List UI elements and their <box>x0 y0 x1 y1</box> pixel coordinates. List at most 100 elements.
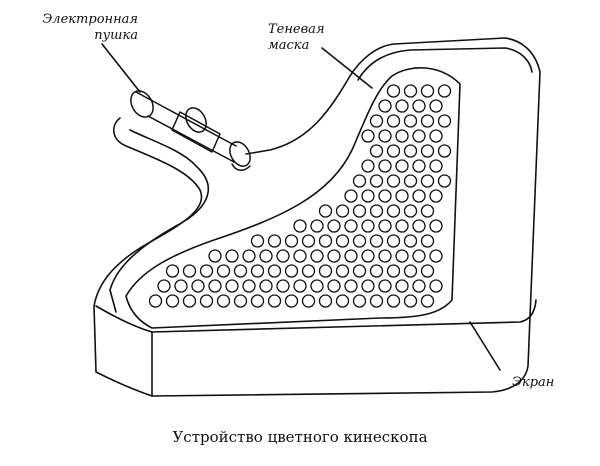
mask-hole <box>199 264 214 278</box>
mask-hole <box>437 174 452 188</box>
mask-hole <box>276 249 290 263</box>
mask-hole <box>412 249 426 263</box>
mask-hole <box>412 219 426 233</box>
mask-hole <box>386 114 401 128</box>
mask-hole <box>352 294 367 308</box>
mask-hole <box>403 294 418 308</box>
leader-mask <box>321 47 373 89</box>
mask-hole <box>412 189 426 203</box>
mask-hole <box>233 294 248 308</box>
mask-hole <box>216 264 231 278</box>
mask-hole <box>378 99 392 113</box>
mask-hole <box>378 279 392 293</box>
mask-hole <box>344 219 358 233</box>
mask-hole <box>301 294 316 308</box>
mask-hole <box>412 159 426 173</box>
mask-hole <box>386 264 401 278</box>
mask-hole <box>386 204 401 218</box>
mask-hole <box>242 249 256 263</box>
mask-hole <box>395 99 409 113</box>
mask-hole <box>369 174 384 188</box>
mask-hole <box>403 114 418 128</box>
mask-hole <box>276 279 290 293</box>
mask-hole <box>386 234 401 248</box>
mask-hole <box>361 279 375 293</box>
mask-hole <box>242 279 256 293</box>
mask-surface-outline <box>125 67 461 329</box>
mask-hole <box>429 99 443 113</box>
mask-hole <box>318 234 333 248</box>
mask-hole <box>233 264 248 278</box>
mask-hole <box>259 249 273 263</box>
label-shadow-mask-line2: маска <box>268 38 310 53</box>
mask-hole <box>208 279 222 293</box>
mask-hole <box>310 219 324 233</box>
mask-hole <box>395 159 409 173</box>
mask-hole <box>437 84 452 98</box>
mask-hole <box>403 234 418 248</box>
mask-hole <box>395 249 409 263</box>
mask-hole <box>378 249 392 263</box>
mask-hole <box>369 144 384 158</box>
mask-hole <box>361 159 375 173</box>
mask-hole <box>361 249 375 263</box>
mask-hole <box>250 294 265 308</box>
mask-hole <box>335 234 350 248</box>
mask-hole <box>429 159 443 173</box>
mask-hole <box>284 294 299 308</box>
mask-hole <box>361 189 375 203</box>
mask-hole <box>386 84 401 98</box>
mask-hole <box>250 264 265 278</box>
mask-hole <box>293 279 307 293</box>
mask-hole <box>361 219 375 233</box>
mask-hole <box>267 264 282 278</box>
mask-hole <box>327 219 341 233</box>
tube-outer-outline <box>93 37 541 397</box>
mask-hole <box>395 219 409 233</box>
mask-hole <box>352 204 367 218</box>
electron-gun <box>130 90 251 171</box>
mask-hole <box>310 249 324 263</box>
mask-hole <box>284 264 299 278</box>
mask-hole <box>301 264 316 278</box>
screen-front-face <box>95 299 537 397</box>
mask-hole <box>403 204 418 218</box>
tube-inner-edge <box>109 47 533 313</box>
mask-hole <box>293 219 307 233</box>
label-electron-gun-line1: Электронная <box>42 12 138 27</box>
mask-hole <box>293 249 307 263</box>
mask-hole <box>174 279 188 293</box>
mask-hole <box>420 264 435 278</box>
mask-hole <box>420 114 435 128</box>
mask-hole <box>344 189 358 203</box>
mask-hole <box>225 249 239 263</box>
mask-hole <box>378 159 392 173</box>
label-screen: Экран <box>512 375 555 390</box>
shadow-mask-holes <box>148 84 452 308</box>
mask-hole <box>284 234 299 248</box>
mask-hole <box>429 189 443 203</box>
mask-hole <box>165 294 180 308</box>
mask-hole <box>318 264 333 278</box>
mask-hole <box>335 264 350 278</box>
mask-hole <box>369 294 384 308</box>
mask-hole <box>352 264 367 278</box>
mask-hole <box>378 129 392 143</box>
mask-hole <box>437 114 452 128</box>
mask-hole <box>369 204 384 218</box>
mask-hole <box>182 264 197 278</box>
mask-hole <box>335 204 350 218</box>
mask-hole <box>157 279 171 293</box>
mask-hole <box>420 204 435 218</box>
mask-hole <box>199 294 214 308</box>
mask-hole <box>361 129 375 143</box>
mask-hole <box>352 174 367 188</box>
mask-hole <box>267 234 282 248</box>
mask-hole <box>344 279 358 293</box>
mask-hole <box>318 204 333 218</box>
mask-hole <box>191 279 205 293</box>
mask-hole <box>420 174 435 188</box>
figure-caption: Устройство цветного кинескопа <box>172 428 428 446</box>
mask-hole <box>378 189 392 203</box>
mask-hole <box>429 249 443 263</box>
